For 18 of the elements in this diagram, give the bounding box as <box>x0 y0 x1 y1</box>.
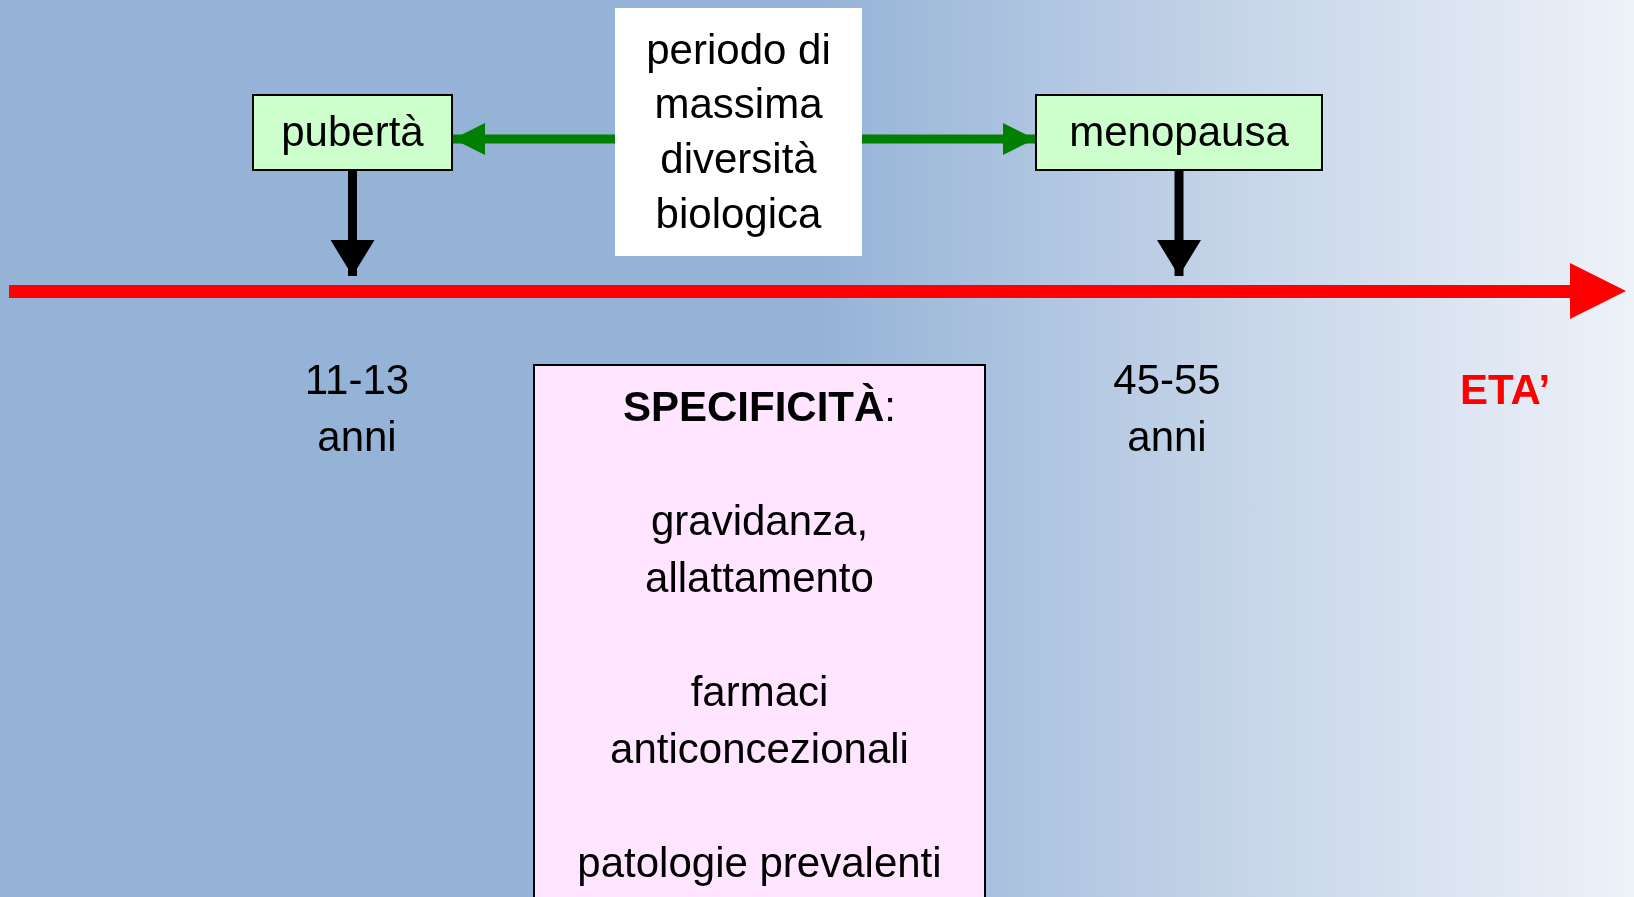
axis-title: ETA’ <box>1458 365 1552 415</box>
arrow <box>330 171 375 276</box>
node-text: pubertà <box>281 107 424 158</box>
arrow <box>1157 171 1201 276</box>
node-text: periodo di massima diversità biologica <box>645 24 832 239</box>
age-range: 11-13 anni <box>303 355 411 462</box>
node-text: menopausa <box>1069 107 1289 158</box>
node-text: patologie prevalenti <box>577 838 942 888</box>
arrow <box>862 123 1035 155</box>
label-box <box>615 8 862 256</box>
node-text: gravidanza, allattamento <box>644 496 875 603</box>
node-text: farmaci anticoncezionali <box>609 667 910 774</box>
info-panel <box>533 364 986 897</box>
node-text: SPECIFICITÀ: <box>623 382 896 432</box>
label-box <box>252 94 453 171</box>
label-box <box>1035 94 1323 171</box>
arrow <box>453 123 615 155</box>
age-range: 45-55 anni <box>1112 355 1222 462</box>
